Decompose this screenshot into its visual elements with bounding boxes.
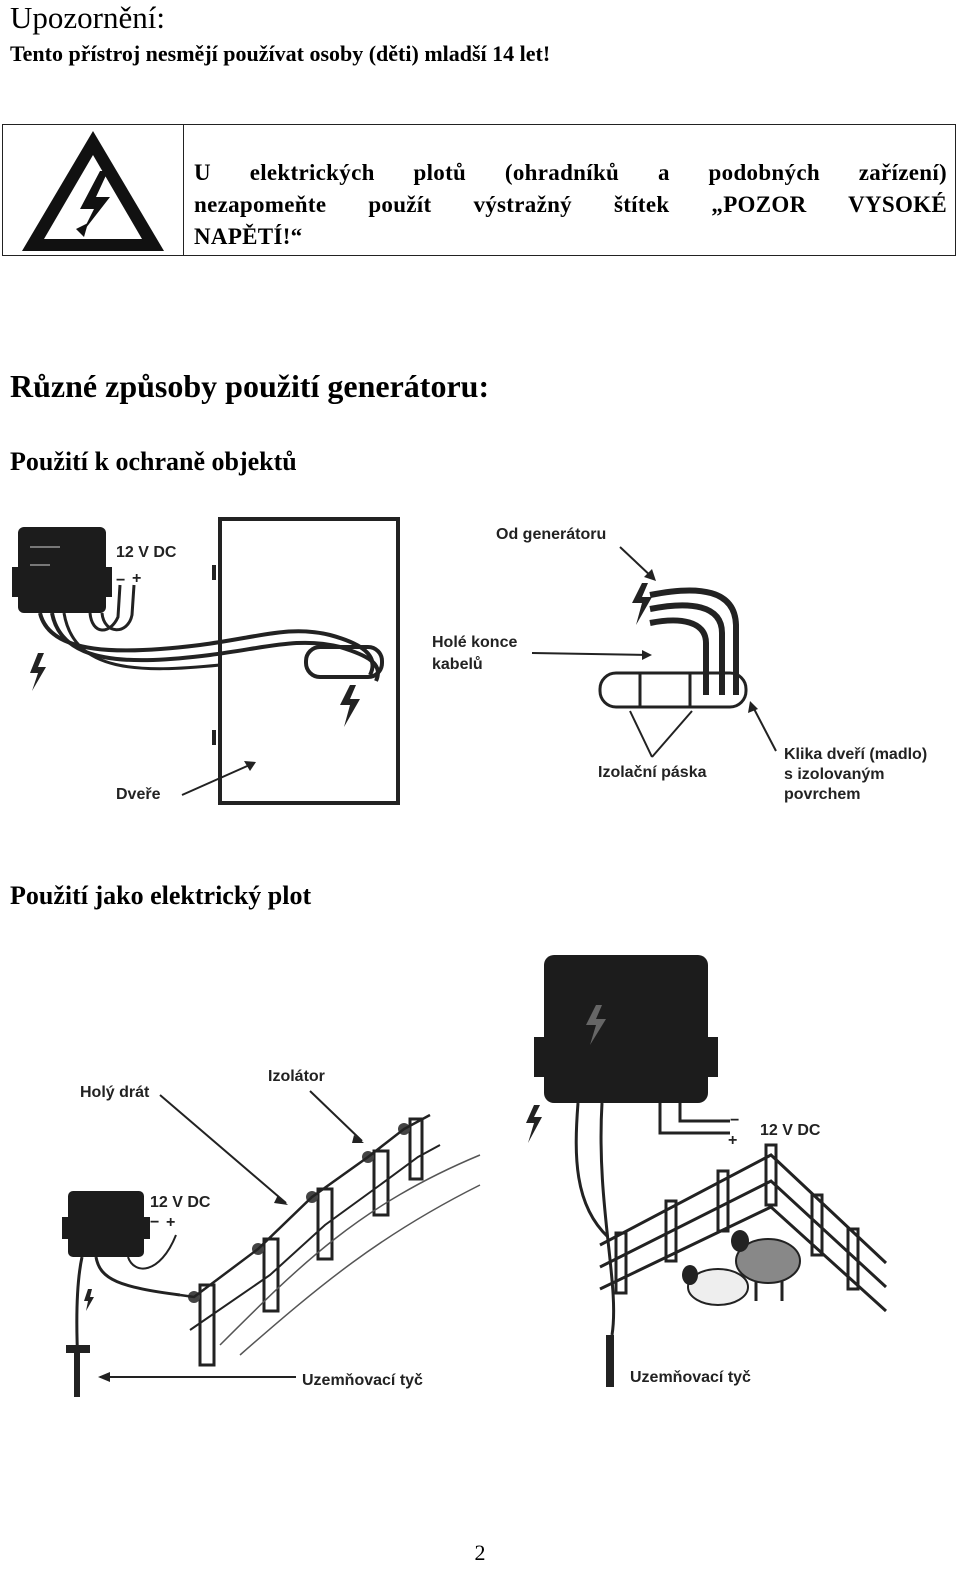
ground-rod-label-right: Uzemňovací tyč [630, 1369, 751, 1386]
insulating-tape-label: Izolační páska [598, 764, 707, 781]
fence-posts [198, 1117, 424, 1367]
lightning-icon [632, 583, 652, 625]
door-drawing [218, 517, 400, 805]
ground-rod-left [74, 1347, 80, 1397]
lightning-icon [526, 1105, 542, 1143]
bare-ends-label-2: kabelů [432, 656, 483, 673]
plus-sign: + [728, 1132, 737, 1149]
ground-rod-right [606, 1335, 614, 1387]
section-title: Různé způsoby použití generátoru: [10, 368, 490, 404]
plus-sign: + [166, 1214, 175, 1231]
lightning-icon [340, 685, 360, 727]
warning-icon-cell [3, 125, 184, 255]
insulator-label: Izolátor [268, 1068, 325, 1085]
door-label: Dveře [116, 786, 161, 803]
lightning-icon [84, 1289, 94, 1311]
handle-label-1: Klika dveří (madlo) [784, 746, 927, 763]
minus-sign: − [116, 572, 125, 589]
voltage-label-door: 12 V DC [116, 544, 177, 561]
generator-unit [544, 955, 708, 1103]
voltage-warning-box: U elektrických plotů (ohradníků a podobn… [2, 124, 956, 256]
high-voltage-warning-icon [22, 131, 164, 251]
page-number: 2 [474, 1540, 486, 1565]
bare-wire-label: Holý drát [80, 1084, 150, 1101]
object-protection-figure: 12 V DC − + Dveře Od generátoru Holé kon… [12, 517, 927, 805]
bare-ends-label-1: Holé konce [432, 634, 517, 651]
lightning-icon [30, 653, 46, 691]
voltage-label-right: 12 V DC [760, 1122, 821, 1139]
sheep-drawing [682, 1230, 801, 1306]
minus-sign: − [150, 1214, 159, 1231]
from-generator-label: Od generátoru [496, 526, 606, 543]
door-handle-drawing [598, 671, 748, 709]
handle-label-3: povrchem [784, 786, 860, 803]
object-protection-heading: Použití k ochraně objektů [10, 447, 297, 476]
minus-sign: − [730, 1112, 739, 1129]
ground-rod-label-left: Uzemňovací tyč [302, 1372, 423, 1389]
handle-label-2: s izolovaným [784, 766, 884, 783]
plus-sign: + [132, 570, 141, 587]
generator-unit [12, 527, 112, 613]
generator-unit [68, 1191, 144, 1257]
fence-use-heading: Použití jako elektrický plot [10, 881, 312, 910]
warning-text: U elektrických plotů (ohradníků a podobn… [194, 160, 947, 249]
voltage-label-left: 12 V DC [150, 1194, 211, 1211]
age-warning: Tento přístroj nesmějí používat osoby (d… [10, 41, 551, 66]
electric-fence-figure: 12 V DC − + Uzemňovací tyč Holý drát Izo… [62, 955, 888, 1397]
warning-title: Upozornění: [10, 0, 165, 35]
pen-fence [599, 1143, 888, 1313]
